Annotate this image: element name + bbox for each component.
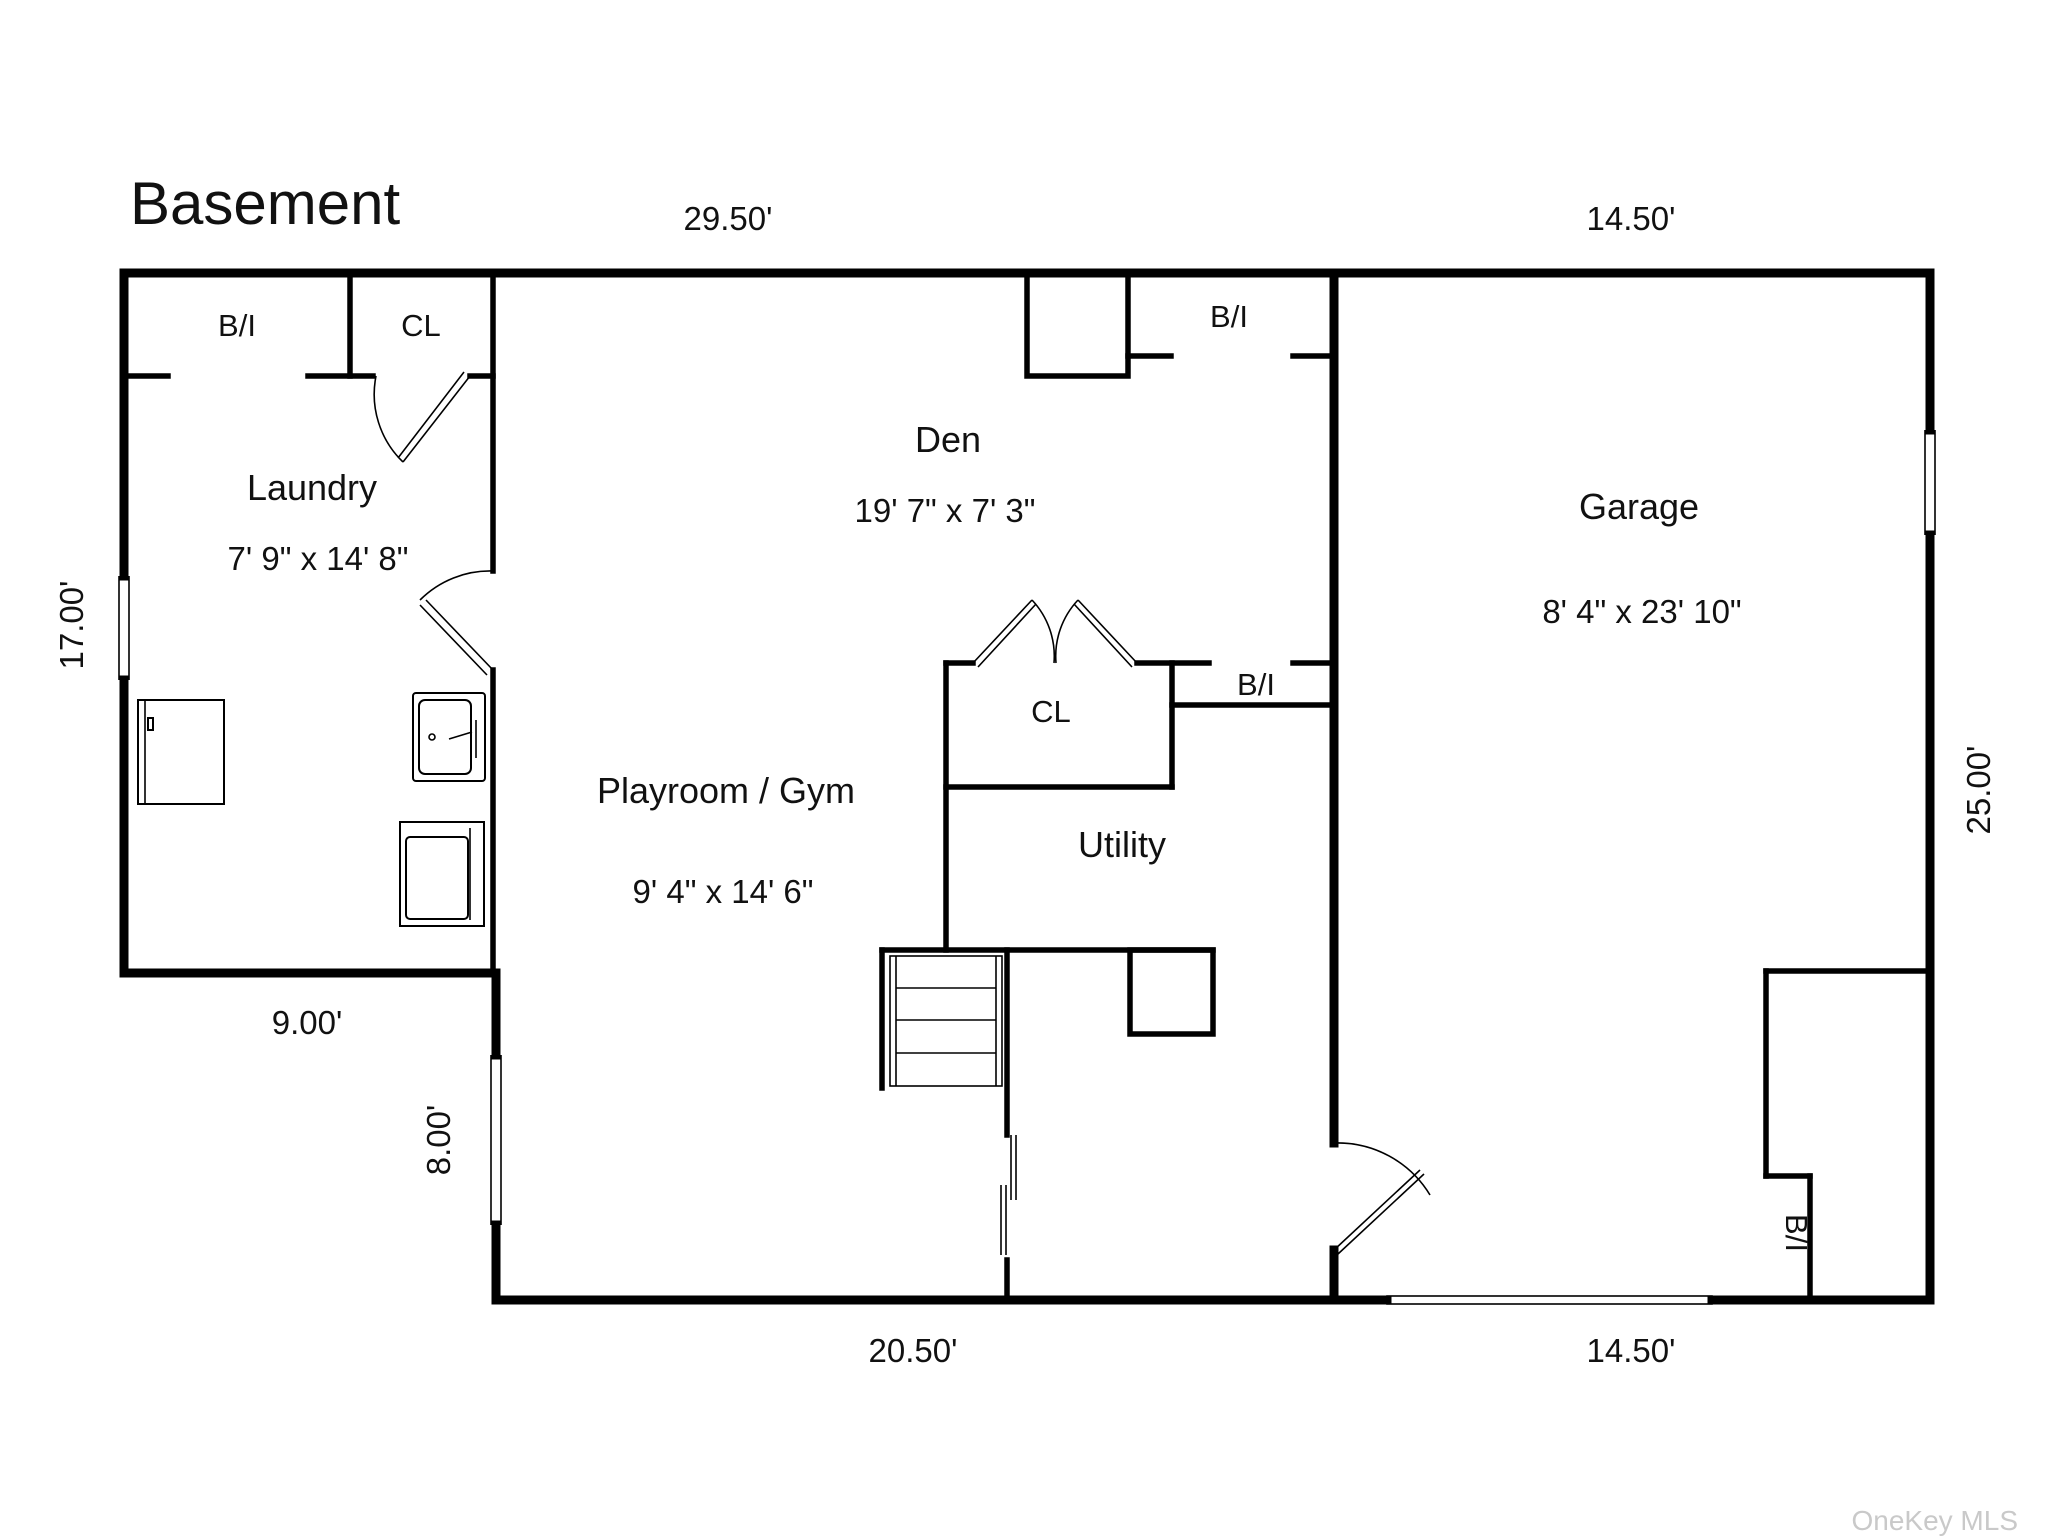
door-laundry-playroom <box>419 570 494 676</box>
dryer <box>399 821 485 927</box>
dimension-bottom-left: 20.50' <box>869 1332 958 1369</box>
plan-title: Basement <box>130 170 400 237</box>
room-laundry-name: Laundry <box>247 467 377 508</box>
washer <box>137 699 225 805</box>
label-cl-den: CL <box>1031 694 1071 729</box>
room-utility-name: Utility <box>1078 824 1166 865</box>
room-playroom-name: Playroom / Gym <box>597 770 855 811</box>
dimension-right: 25.00' <box>1960 746 1997 835</box>
laundry-sink <box>412 692 486 782</box>
label-bi-garage: B/I <box>1779 1214 1814 1252</box>
door-laundry-closet <box>373 371 471 463</box>
garage-door <box>1386 1295 1713 1305</box>
dimension-left: 17.00' <box>53 581 90 670</box>
label-bi-utility: B/I <box>1237 667 1275 702</box>
room-garage-size: 8' 4" x 23' 10" <box>1542 593 1741 630</box>
windows <box>118 430 1936 1305</box>
doors <box>373 371 1431 1255</box>
room-laundry-size: 7' 9" x 14' 8" <box>228 540 409 577</box>
room-playroom-size: 9' 4" x 14' 6" <box>633 873 814 910</box>
window-playroom <box>490 1055 502 1225</box>
window-laundry <box>118 576 130 680</box>
label-bi-den: B/I <box>1210 299 1248 334</box>
room-den-size: 19' 7" x 7' 3" <box>855 492 1036 529</box>
room-den-name: Den <box>915 419 981 460</box>
window-garage-side <box>1924 430 1936 535</box>
label-cl-laundry: CL <box>401 308 441 343</box>
door-den-closet-bifold <box>972 599 1138 668</box>
door-garage <box>1333 1142 1431 1255</box>
door-utility-pocket <box>1000 1135 1017 1255</box>
dimension-top-left: 29.50' <box>684 200 773 237</box>
stairs <box>889 955 1003 1087</box>
room-garage-name: Garage <box>1579 486 1699 527</box>
dimension-step-side: 8.00' <box>420 1105 457 1176</box>
label-bi-laundry: B/I <box>218 308 256 343</box>
dimension-laundry-bottom: 9.00' <box>272 1004 343 1041</box>
dimension-top-right: 14.50' <box>1587 200 1676 237</box>
watermark: OneKey MLS <box>1851 1505 2018 1536</box>
interior-walls <box>127 270 1933 1303</box>
dimension-bottom-right: 14.50' <box>1587 1332 1676 1369</box>
